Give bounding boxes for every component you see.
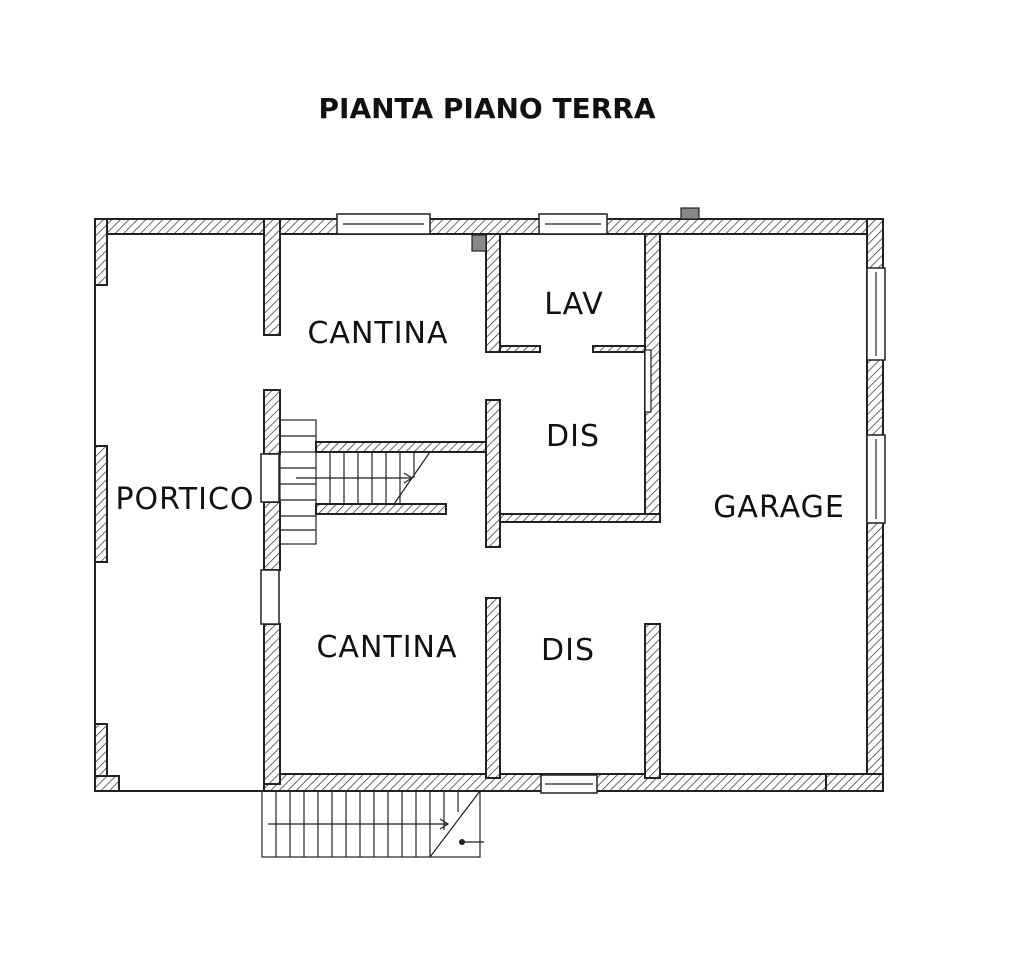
exterior-stairs — [261, 790, 484, 858]
window-stair — [260, 453, 280, 503]
wall-left-1 — [263, 218, 281, 336]
door-lav — [644, 349, 652, 413]
plan-title: PIANTA PIANO TERRA — [319, 92, 656, 125]
windows — [260, 207, 886, 794]
wall-stair-bottom — [315, 503, 447, 515]
wall-left-2 — [263, 389, 281, 455]
wall-portico-stub-1 — [94, 218, 108, 286]
wall-mid-1 — [485, 233, 501, 353]
interior-stairs — [279, 419, 431, 545]
label-cantina-top: CANTINA — [307, 316, 448, 351]
label-cantina-bottom: CANTINA — [316, 630, 457, 665]
chimney — [680, 207, 700, 220]
label-portico: PORTICO — [115, 482, 254, 517]
window-cantina-bottom — [260, 569, 280, 625]
wall-dis — [499, 513, 661, 523]
wall-top — [94, 218, 884, 235]
wall-mid-3 — [485, 597, 501, 779]
wall-lav-2 — [592, 345, 646, 353]
label-lav: LAV — [544, 287, 604, 322]
wall-garage-stub — [825, 773, 884, 792]
label-garage: GARAGE — [713, 490, 845, 525]
wall-lav-1 — [499, 345, 541, 353]
wall-stair-top — [315, 441, 487, 453]
wall-mid-2 — [485, 399, 501, 548]
wall-portico-stub-2 — [94, 445, 108, 563]
room-labels: PORTICO CANTINA LAV DIS GARAGE CANTINA D… — [115, 287, 845, 668]
wall-portico-stub-4 — [94, 775, 120, 792]
wall-left-3 — [263, 501, 281, 571]
wall-left-4 — [263, 623, 281, 785]
wall-garage-2 — [644, 623, 661, 779]
label-dis-bottom: DIS — [541, 633, 595, 668]
portico-outline — [94, 285, 264, 792]
label-dis-top: DIS — [546, 419, 600, 454]
flue — [471, 234, 487, 252]
